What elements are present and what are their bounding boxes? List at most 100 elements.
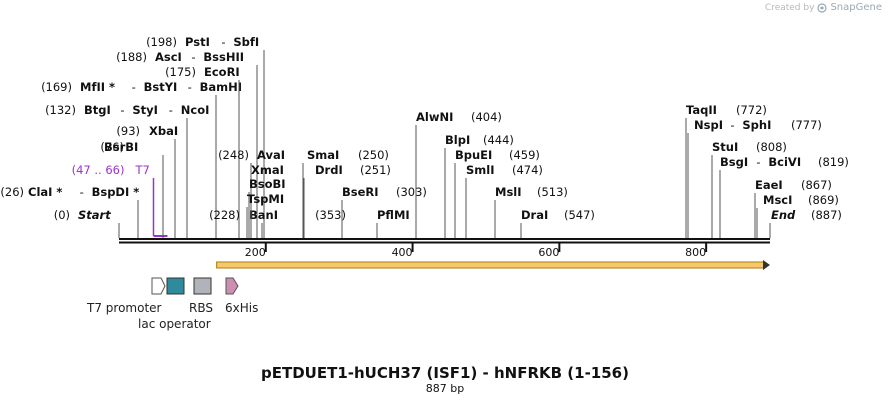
site-name[interactable]: BamHI [200, 80, 242, 94]
credit-text: Created by [764, 2, 815, 13]
name-separator: - [756, 155, 760, 169]
site-name[interactable]: DrdI [315, 163, 343, 177]
site-position: (132) [45, 103, 76, 117]
site-name[interactable]: NspI [694, 118, 723, 132]
site-position: (819) [818, 155, 849, 169]
site-position: (250) [358, 148, 389, 162]
site-position: (0) [54, 208, 70, 222]
site-name[interactable]: BtgI [84, 103, 111, 117]
site-position: (228) [209, 208, 240, 222]
name-separator: - [132, 80, 136, 94]
site-name[interactable]: BciVI [768, 155, 801, 169]
map-length: 887 bp [425, 382, 465, 395]
site-position: (459) [509, 148, 540, 162]
site-name[interactable]: BpuEI [455, 148, 492, 162]
site-position: (547) [564, 208, 595, 222]
site-name[interactable]: PflMI [377, 208, 410, 222]
legend-6xhis: 6xHis [225, 301, 258, 315]
site-name[interactable]: EaeI [755, 178, 783, 192]
site-position: (248) [218, 148, 249, 162]
snapgene-logo-icon [817, 2, 828, 13]
name-separator: - [120, 103, 124, 117]
site-position: (76) [100, 140, 124, 154]
site-position: (303) [396, 185, 427, 199]
site-name[interactable]: StyI [132, 103, 158, 117]
ruler-tick-label: 600 [538, 246, 559, 259]
site-name[interactable]: BlpI [445, 133, 470, 147]
legend-lac-operator: lac operator [138, 317, 211, 331]
site-position: (169) [41, 80, 72, 94]
name-separator: - [188, 80, 192, 94]
t7-name: T7 [134, 163, 149, 177]
name-separator: - [730, 118, 734, 132]
site-name[interactable]: MfII * [80, 80, 115, 94]
site-name[interactable]: MslI [495, 185, 522, 199]
site-position: (772) [736, 103, 767, 117]
site-name[interactable]: PstI [185, 35, 210, 49]
legend-rbs: RBS [189, 301, 213, 315]
site-name[interactable]: NcoI [181, 103, 210, 117]
site-name[interactable]: XbaI [149, 124, 178, 138]
site-position: (444) [483, 133, 514, 147]
site-position: (404) [471, 110, 502, 124]
site-name[interactable]: BsgI [720, 155, 748, 169]
name-separator: - [169, 103, 173, 117]
site-position: (251) [360, 163, 391, 177]
credit-brand: SnapGene [830, 2, 882, 13]
site-name[interactable]: ClaI * [28, 185, 62, 199]
site-position: (188) [116, 50, 147, 64]
site-position: (777) [791, 118, 822, 132]
legend-t7-promoter: T7 promoter [86, 301, 162, 315]
lac-operator-icon [166, 277, 185, 295]
site-name[interactable]: SphI [742, 118, 771, 132]
orf-arrowhead [763, 260, 770, 270]
site-position: (887) [811, 208, 842, 222]
map-title: pETDUET1-hUCH37 (ISF1) - hNFRKB (1-156) [261, 364, 629, 382]
promoter-arrow-icon [151, 277, 166, 295]
site-position: (808) [756, 140, 787, 154]
site-name[interactable]: AlwNI [416, 110, 453, 124]
site-name[interactable]: XmaI [251, 163, 284, 177]
his-tag-icon [225, 277, 239, 295]
name-separator: - [191, 50, 195, 64]
t7-range: (47 .. 66) [72, 163, 125, 177]
snapgene-credit: Created by SnapGene [765, 2, 882, 13]
site-name[interactable]: BanI [249, 208, 278, 222]
name-separator: - [80, 185, 84, 199]
ruler-tick-label: 400 [392, 246, 413, 259]
ruler-tick-label: 800 [685, 246, 706, 259]
site-name[interactable]: StuI [712, 140, 738, 154]
site-position: (26) [0, 185, 24, 199]
site-name[interactable]: DraI [521, 208, 548, 222]
site-position: (474) [512, 163, 543, 177]
site-name[interactable]: End [771, 208, 796, 222]
site-position: (869) [808, 193, 839, 207]
name-separator: - [221, 35, 225, 49]
site-name[interactable]: SbfI [233, 35, 259, 49]
site-name[interactable]: AvaI [257, 148, 285, 162]
site-name[interactable]: SmlI [466, 163, 495, 177]
site-name[interactable]: EcoRI [204, 65, 240, 79]
site-name[interactable]: AscI [155, 50, 182, 64]
site-position: (513) [537, 185, 568, 199]
site-name[interactable]: BseRI [342, 185, 379, 199]
site-position: (353) [315, 208, 346, 222]
site-name[interactable]: BsrBI [104, 140, 138, 154]
site-name[interactable]: BspDI * [92, 185, 140, 199]
site-name[interactable]: BsoBI [249, 177, 286, 191]
site-name[interactable]: BssHII [203, 50, 244, 64]
orf-bar[interactable] [216, 261, 765, 269]
site-position: (93) [116, 124, 140, 138]
ruler-tick-label: 200 [245, 246, 266, 259]
site-name[interactable]: SmaI [307, 148, 339, 162]
site-position: (175) [165, 65, 196, 79]
site-name[interactable]: TspMI [247, 192, 284, 206]
site-position: (198) [146, 35, 177, 49]
site-name[interactable]: BstYI [144, 80, 178, 94]
rbs-icon [193, 277, 212, 295]
site-name[interactable]: TaqII [686, 103, 717, 117]
site-name[interactable]: Start [78, 208, 111, 222]
site-position: (867) [801, 178, 832, 192]
site-name[interactable]: MscI [763, 193, 792, 207]
